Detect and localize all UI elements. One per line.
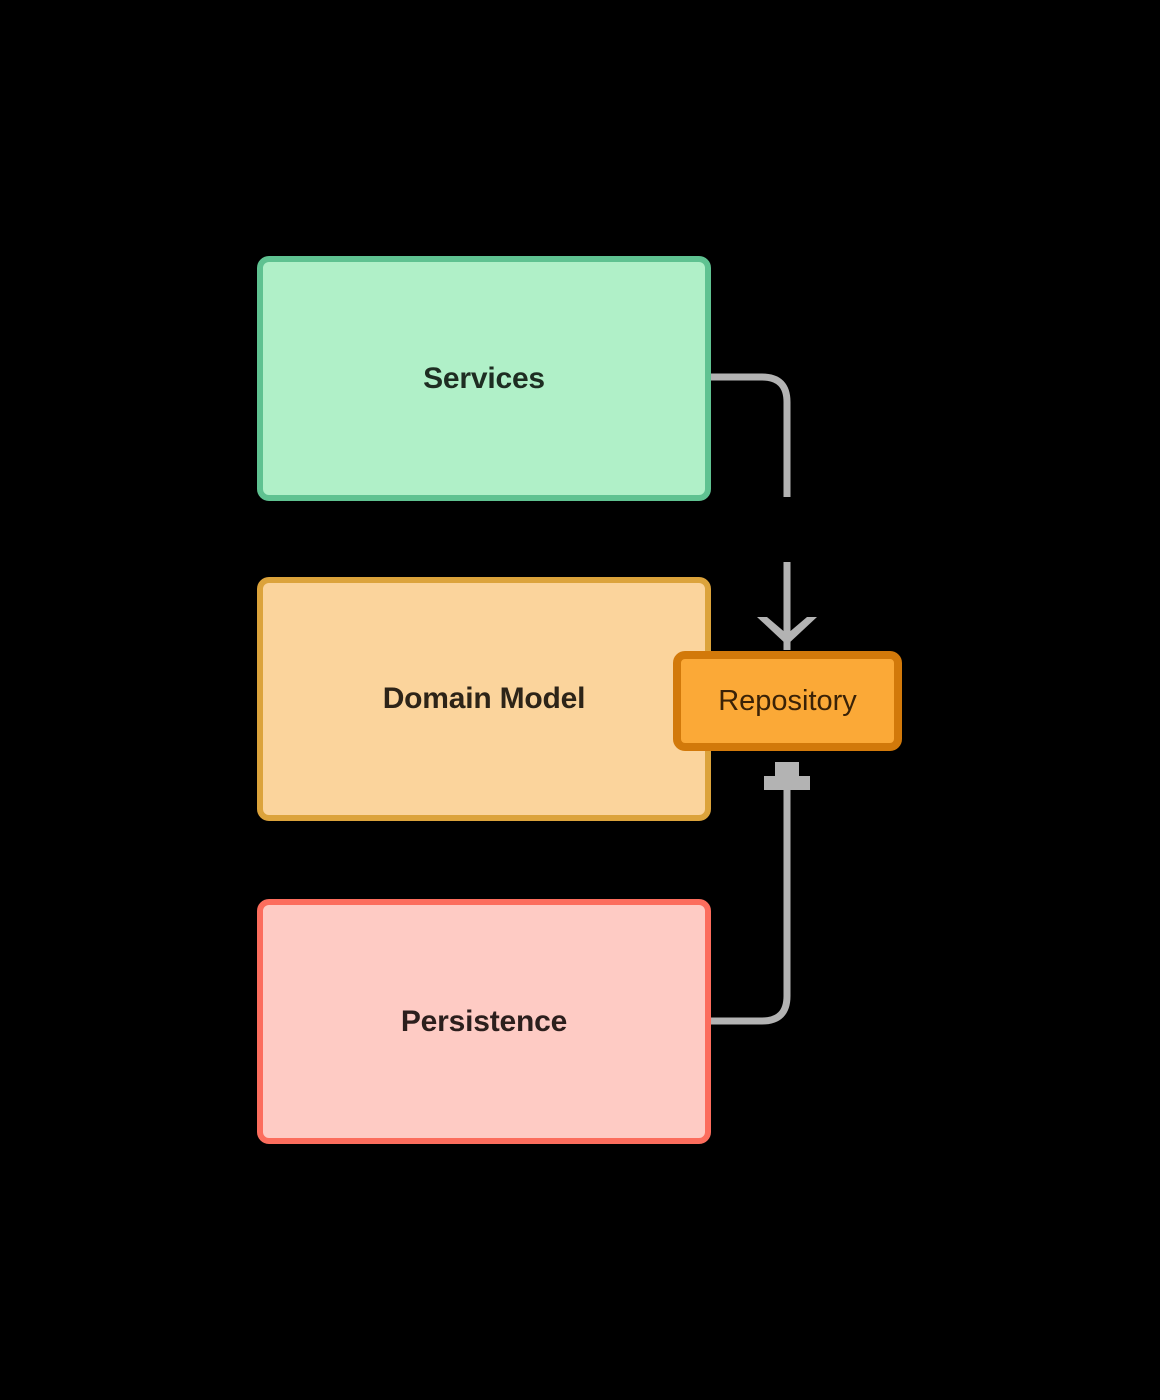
layer-label-persistence: Persistence xyxy=(400,1004,568,1038)
layer-label-domain-model: Domain Model xyxy=(382,682,586,715)
arrowhead-down-icon xyxy=(757,617,817,645)
layer-label-services: Services xyxy=(423,361,545,395)
edge-start-marker-crossbar xyxy=(764,776,810,790)
edge-start-marker xyxy=(775,762,799,784)
layer-box-persistence[interactable]: Persistence xyxy=(257,899,711,1144)
node-label-repository: Repository xyxy=(718,684,857,717)
edge-services-segment-top xyxy=(711,373,791,497)
edge-persistence-segment xyxy=(711,784,791,1025)
edge-services-to-repository xyxy=(711,373,817,650)
layer-box-services[interactable]: Services xyxy=(257,256,711,501)
layer-box-domain-model[interactable]: Domain Model xyxy=(257,577,711,821)
edge-repository-to-persistence xyxy=(711,762,810,1025)
node-repository[interactable]: Repository xyxy=(673,651,902,751)
